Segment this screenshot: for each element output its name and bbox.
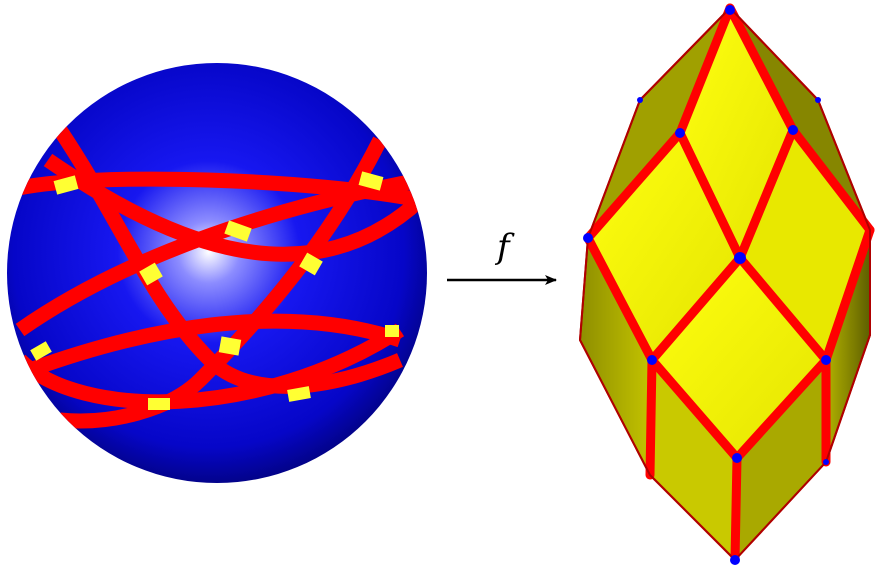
vertex: [734, 252, 746, 264]
intersection-patch: [224, 220, 252, 242]
intersection-patch: [358, 171, 384, 191]
edge: [735, 253, 831, 365]
edge: [730, 453, 742, 565]
edge: [647, 253, 745, 365]
vertex: [647, 355, 657, 365]
edge: [583, 128, 685, 243]
great-circle: [27, 313, 403, 378]
vertex: [821, 355, 831, 365]
vertex: [815, 97, 821, 103]
great-circle: [14, 323, 405, 410]
polyhedron: [579, 3, 875, 565]
edge: [675, 3, 735, 138]
edge: [732, 355, 831, 463]
intersection-patch: [287, 386, 311, 402]
great-circle: [15, 172, 422, 337]
intersection-patch: [139, 262, 163, 286]
vertex: [788, 125, 798, 135]
intersection-patch: [30, 341, 52, 361]
great-circle: [59, 136, 387, 429]
edge: [583, 233, 657, 365]
intersection-patch: [299, 252, 323, 276]
edge: [735, 125, 798, 263]
vertex: [675, 128, 685, 138]
edge: [645, 355, 657, 480]
edge: [821, 225, 875, 365]
edge: [675, 128, 745, 263]
vertex: [730, 555, 740, 565]
intersection-patch: [53, 175, 79, 195]
intersection-patch: [218, 336, 242, 356]
sphere: [7, 63, 427, 483]
vertex: [732, 453, 742, 463]
vertex: [725, 5, 735, 15]
vertex: [637, 97, 643, 103]
intersection-patch: [148, 398, 170, 410]
great-circles: [8, 125, 426, 429]
vertex: [583, 233, 593, 243]
intersection-patch: [385, 325, 399, 337]
vertex: [823, 459, 829, 465]
map-label: f: [494, 227, 515, 267]
edge: [647, 355, 742, 463]
edge: [788, 125, 875, 235]
map-arrow: f: [447, 227, 557, 285]
edge: [725, 3, 798, 135]
